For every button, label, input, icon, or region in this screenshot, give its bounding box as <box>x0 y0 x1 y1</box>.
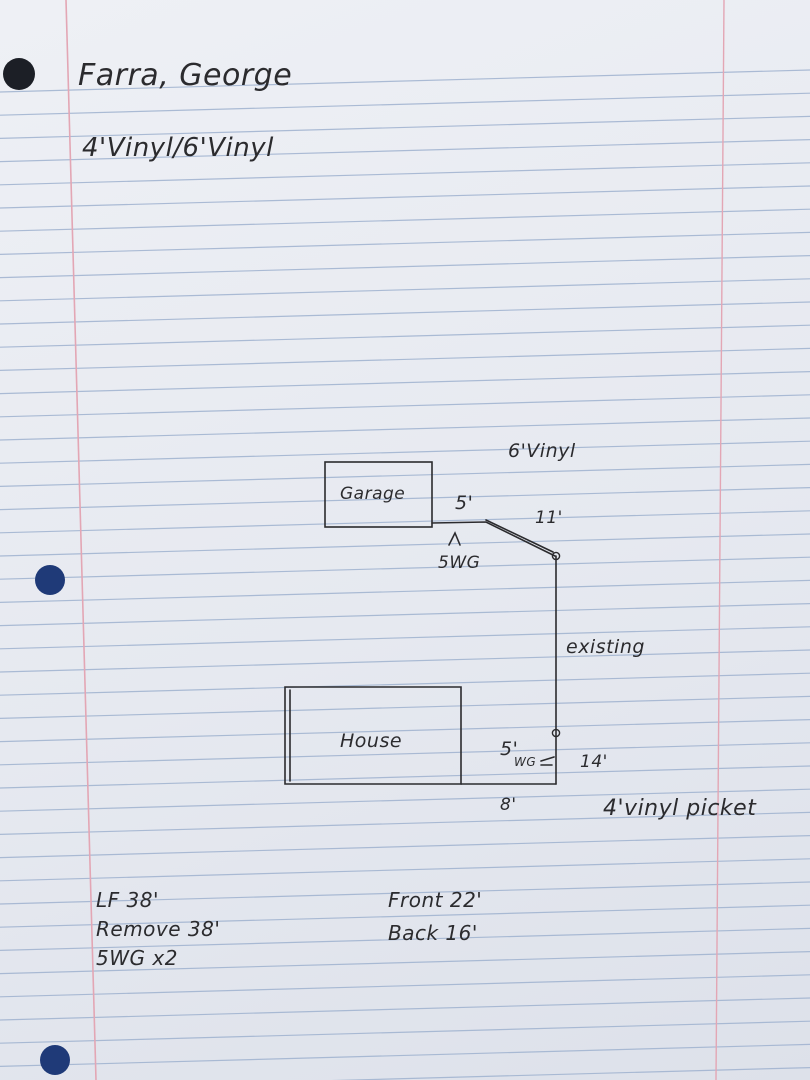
linear-feet-note: LF 38' <box>96 888 159 912</box>
ruled-line <box>0 371 810 395</box>
gate-top-arrow <box>448 531 461 546</box>
bottom-fence-type-label: 4'vinyl picket <box>603 796 757 821</box>
ruled-line <box>0 719 810 743</box>
ruled-line <box>0 811 810 835</box>
ruled-line <box>0 579 810 603</box>
ruled-line <box>0 278 810 302</box>
house-label: House <box>340 730 403 752</box>
binder-hole-top <box>3 58 35 90</box>
ruled-line <box>0 324 810 348</box>
fence-post-bottom <box>551 728 561 738</box>
ruled-line <box>0 788 810 812</box>
back-note: Back 16' <box>388 921 478 945</box>
gate-bottom-arrow <box>540 756 555 766</box>
gate-bottom-width-label: 5' <box>500 738 519 760</box>
ruled-line <box>0 881 810 905</box>
gate-bottom-label: WG <box>514 755 537 769</box>
fence-top-double-line <box>485 519 554 553</box>
ruled-line <box>0 927 810 951</box>
ruled-line <box>0 255 810 279</box>
ruled-line <box>0 533 810 557</box>
ruled-line <box>0 1020 810 1044</box>
gate-top-width-label: 5' <box>455 492 474 514</box>
ruled-line <box>0 695 810 719</box>
gate-top-label: 5WG <box>438 553 481 573</box>
ruled-line <box>0 231 810 255</box>
ruled-line <box>0 997 810 1021</box>
side-segment-length-label: 14' <box>580 752 608 772</box>
ruled-line <box>0 162 810 186</box>
ruled-line <box>0 185 810 209</box>
ruled-line <box>0 208 810 232</box>
front-note: Front 22' <box>388 888 483 912</box>
ruled-line <box>0 974 810 998</box>
ruled-line <box>0 440 810 464</box>
ruled-line <box>0 1043 810 1067</box>
ruled-line <box>0 139 810 163</box>
ruled-line <box>0 69 810 93</box>
ruled-line <box>331 1067 810 1080</box>
ruled-line <box>0 347 810 371</box>
garage-outline <box>324 461 433 528</box>
binder-hole-bottom <box>40 1045 70 1075</box>
walk-gates-note: 5WG x2 <box>96 946 178 970</box>
ruled-line <box>0 394 810 418</box>
ruled-line <box>0 556 810 580</box>
ruled-line <box>0 115 810 139</box>
client-name: Farra, George <box>78 58 293 93</box>
summary-notes: LF 38' Remove 38' 5WG x2 <box>96 886 220 973</box>
fence-top-segment <box>431 521 556 557</box>
front-back-notes: Front 22' Back 16' <box>388 884 482 950</box>
ruled-line <box>0 92 810 116</box>
ruled-line <box>0 626 810 650</box>
existing-fence-label: existing <box>566 636 645 658</box>
margin-line-right <box>715 0 725 1080</box>
binder-hole-middle <box>35 565 65 595</box>
ruled-line <box>0 672 810 696</box>
bottom-segment-length-label: 8' <box>500 795 517 815</box>
ruled-line <box>0 858 810 882</box>
ruled-line <box>0 487 810 511</box>
ruled-line <box>0 951 810 975</box>
ruled-line <box>0 301 810 325</box>
ruled-line <box>0 417 810 441</box>
ruled-line <box>0 835 810 859</box>
ruled-line <box>0 742 810 766</box>
remove-note: Remove 38' <box>96 917 221 941</box>
ruled-line <box>0 649 810 673</box>
garage-label: Garage <box>340 484 406 504</box>
ruled-line <box>0 510 810 534</box>
ruled-line <box>0 603 810 627</box>
top-fence-type-label: 6'Vinyl <box>508 440 576 462</box>
ruled-line <box>0 463 810 487</box>
ruled-line <box>0 765 810 789</box>
fence-post-top <box>551 551 561 561</box>
fence-types-heading: 4'Vinyl/6'Vinyl <box>82 133 274 163</box>
ruled-line <box>0 904 810 928</box>
top-segment-length-label: 11' <box>535 508 563 528</box>
margin-line-left <box>65 0 97 1080</box>
